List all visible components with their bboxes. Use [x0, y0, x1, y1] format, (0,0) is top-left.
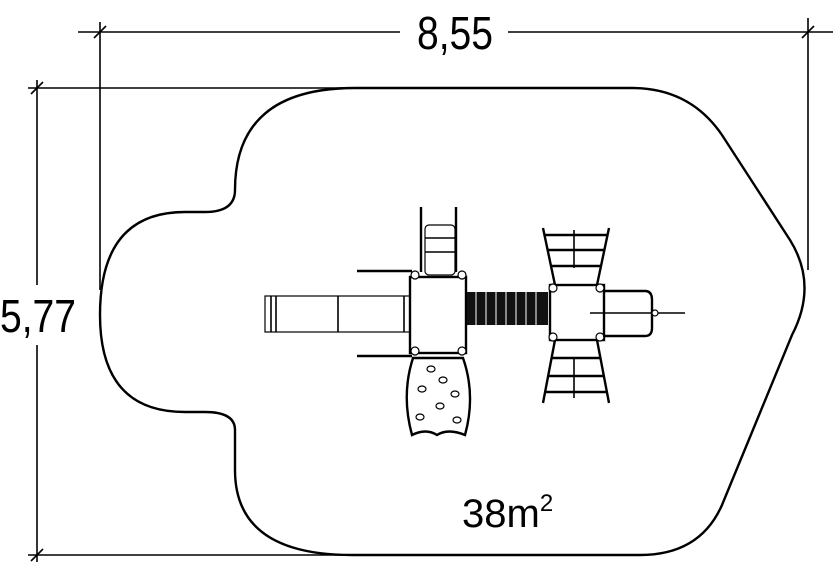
area-label: 38m2	[462, 490, 553, 536]
climbing-wall	[405, 356, 472, 437]
horizontal-bar	[590, 289, 685, 338]
play-structure	[264, 207, 685, 437]
safety-zone-outline	[98, 86, 806, 557]
width-label: 8,55	[417, 8, 493, 60]
tunnel-bridge	[467, 292, 548, 325]
left-tower	[408, 275, 468, 355]
ladder	[419, 207, 458, 276]
width-dimension: 8,55	[78, 8, 833, 290]
slide	[264, 295, 411, 333]
height-dimension: 5,77	[0, 80, 355, 562]
climbing-nets	[541, 227, 611, 404]
height-label: 5,77	[0, 291, 76, 343]
